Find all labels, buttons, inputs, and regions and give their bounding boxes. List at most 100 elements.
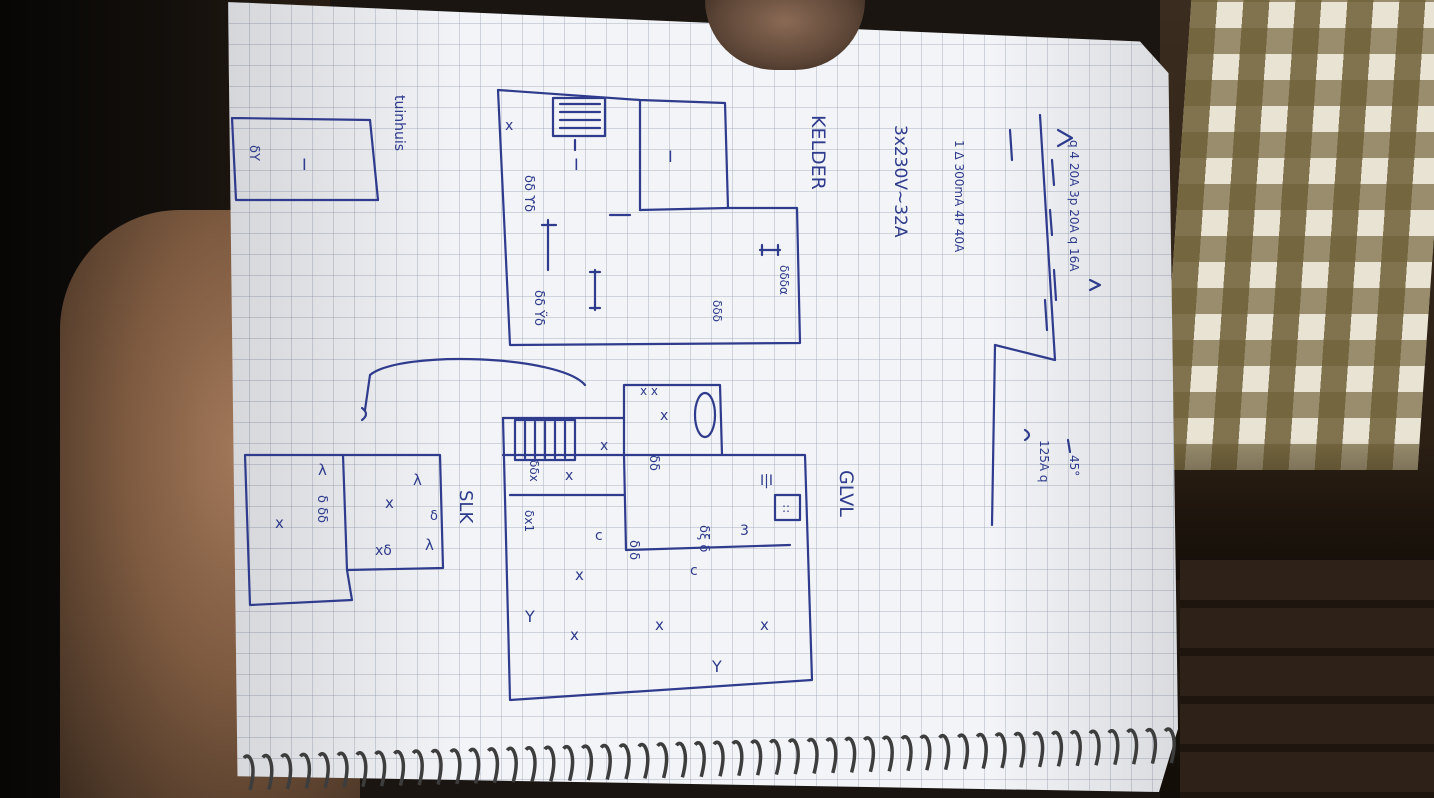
spiral-coil [881, 735, 894, 772]
spiral-coil [938, 733, 951, 771]
socket-mark: x [505, 118, 513, 134]
spiral-coil [468, 747, 481, 784]
panel-annotation-3: 1 Δ 300mA 4P 40A [952, 140, 966, 253]
spiral-coil [1126, 728, 1139, 765]
spiral-coil [957, 733, 970, 770]
spiral-coil [750, 739, 763, 776]
svg-text:δδx: δδx [527, 460, 541, 482]
spiral-coil [261, 753, 274, 790]
svg-text:δ: δ [430, 509, 438, 524]
spiral-coil [618, 743, 631, 780]
panel-annotation-2: 125A q [1037, 440, 1051, 483]
spiral-coil [712, 740, 725, 777]
svg-text:λ: λ [318, 461, 327, 479]
svg-text:x: x [600, 438, 608, 454]
svg-text:λ: λ [413, 471, 422, 489]
svg-text:Y: Y [524, 607, 535, 626]
staircase-icon [513, 418, 577, 462]
spiral-coil [900, 735, 913, 772]
svg-text:λ: λ [425, 536, 434, 554]
spiral-binding [242, 727, 1176, 791]
supply-label: 3x230V~32A [890, 125, 910, 238]
spiral-coil [975, 732, 988, 770]
spiral-coil [280, 753, 293, 790]
spiral-coil [1069, 730, 1082, 767]
light-mark: I [668, 147, 673, 166]
spiral-coil [599, 743, 612, 781]
svg-text:δx1: δx1 [522, 510, 536, 532]
electrical-panel-sketch: q 4 20A 3p 20A q 16A 125A q 45° 1 Δ 300m… [890, 113, 1102, 527]
spiral-coil [825, 737, 838, 774]
spiral-coil [1145, 727, 1158, 765]
staircase-background [1180, 560, 1434, 798]
svg-text:δ δδ: δ δδ [314, 495, 329, 523]
spiral-coil [787, 738, 800, 775]
svg-text:x: x [570, 626, 579, 644]
stove-icon [773, 493, 802, 522]
cable-route [363, 357, 587, 412]
basement-plan: KELDER x I I δδδα δδδ δδ Ϋδ δδ ϒδ [496, 88, 829, 347]
spiral-coil [374, 750, 387, 787]
spiral-coil [1051, 730, 1064, 767]
spiral-coil [1163, 727, 1176, 764]
spiral-coil [317, 752, 330, 789]
svg-text:I: I [302, 155, 307, 174]
spiral-coil [675, 741, 688, 778]
svg-text:I|I: I|I [760, 473, 773, 489]
spiral-coil [543, 745, 556, 782]
spiral-coil [487, 747, 500, 784]
spiral-coil [524, 746, 537, 783]
svg-text:::: :: [782, 501, 790, 515]
svg-text:c: c [595, 528, 603, 544]
svg-text:xδ: xδ [375, 543, 392, 559]
shed-label: tuinhuis [391, 95, 407, 151]
breaker-45-label: 45° [1067, 455, 1081, 476]
spiral-coil [505, 746, 518, 783]
svg-text:x: x [575, 566, 584, 584]
ground-floor-title: GLVL [835, 470, 857, 517]
spiral-coil [731, 739, 744, 777]
svg-text:x: x [385, 494, 394, 512]
staircase-icon [551, 96, 607, 138]
ground-floor-plan: GLVL :: I|I x x x x x x x x x δδx [501, 383, 857, 702]
bedroom-title: SLK [455, 490, 476, 524]
spiral-coil [1088, 729, 1101, 766]
svg-text:δ δ: δ δ [626, 540, 641, 560]
svg-text:δY: δY [246, 145, 261, 161]
spiral-coil [562, 744, 575, 782]
spiral-coil [411, 749, 424, 786]
spiral-coil [430, 748, 443, 785]
spiral-coil [1107, 728, 1120, 766]
spiral-coil [656, 742, 669, 779]
svg-text:δδ ϒδ: δδ ϒδ [521, 175, 536, 212]
notebook-page [228, 2, 1178, 792]
spiral-coil [769, 738, 782, 776]
svg-text:3: 3 [740, 523, 749, 539]
svg-text:δδδ: δδδ [710, 300, 724, 322]
svg-text:x: x [760, 616, 769, 634]
spiral-coil [1013, 731, 1026, 768]
svg-text:δδ Ϋδ: δδ Ϋδ [531, 290, 547, 326]
spiral-coil [637, 742, 650, 779]
spiral-coil [242, 754, 255, 791]
spiral-coil [449, 748, 462, 785]
curtain-shadow [1175, 440, 1434, 580]
svg-text:x: x [565, 468, 573, 484]
spiral-coil [1032, 731, 1045, 768]
bedroom-floor-plan: SLK x x xδ λ λ δ λ δ δδ [243, 453, 476, 607]
spiral-coil [919, 734, 932, 771]
spiral-coil [693, 741, 706, 778]
svg-text:δδ: δδ [646, 455, 661, 471]
spiral-coil [299, 752, 312, 789]
spiral-coil [844, 736, 857, 773]
svg-text:c: c [690, 563, 698, 579]
svg-text:δδδα: δδδα [777, 265, 791, 295]
spiral-coil [863, 736, 876, 773]
spiral-coil [355, 750, 368, 788]
bathtub-icon [693, 391, 717, 439]
spiral-coil [336, 751, 349, 788]
svg-text:x: x [660, 408, 668, 424]
svg-text:δξ δ: δξ δ [696, 525, 711, 552]
